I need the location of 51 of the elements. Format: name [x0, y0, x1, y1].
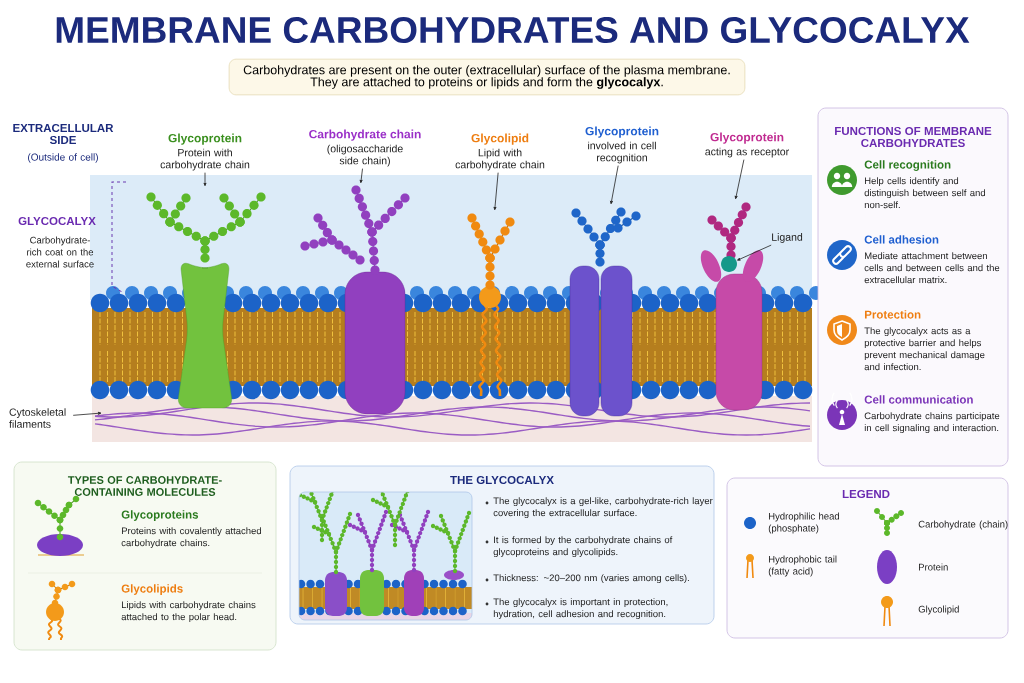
intro-box: Carbohydrates are present on the outer (extracellular) surface of the plasma membrane. They are attached to proteins or lipids and form the glycocalyx. — [228, 58, 746, 96]
panel-heading: LEGEND — [842, 489, 890, 499]
panel-heading: TYPES OF CARBOHYDRATE-CONTAINING MOLECULES — [67, 476, 222, 496]
carbohydrate-chain — [300, 185, 410, 275]
callout-label: Cytoskeletal filaments — [9, 408, 66, 428]
item-title: Cell recognition — [864, 160, 951, 171]
item-title: Cell adhesion — [864, 235, 939, 244]
legend-label: Carbohydrate (chain) — [918, 520, 1008, 530]
item-title: Cell communication — [864, 395, 973, 404]
callout-label: Ligand — [772, 233, 803, 243]
side-label: EXTRACELLULAR SIDE — [13, 123, 114, 145]
leader-line — [493, 172, 499, 211]
item-text: Help cells identify and distinguish between self and non-self. — [864, 177, 985, 209]
callout-label: Carbohydrate chain (oligosaccharide side chain) — [309, 129, 421, 167]
item-text: Proteins with covalently attached carbohydrate chains. — [121, 527, 261, 549]
carbohydrate-chain — [146, 192, 266, 263]
leader-line — [734, 159, 745, 200]
leader-line — [72, 411, 102, 416]
legend-label: Glycolipid — [918, 605, 959, 615]
title: MEMBRANE CARBOHYDRATES AND GLYCOCALYX — [56, 16, 970, 44]
bullet-point: Thickness: ~20–200 nm (varies among cells). — [485, 574, 689, 584]
item-title: Protection — [865, 310, 921, 319]
leader-line — [203, 172, 207, 187]
leader-line — [610, 165, 619, 205]
callout-label: Glycoprotein involved in cell recognition — [585, 126, 659, 164]
carbohydrate-chain — [571, 207, 641, 267]
panel-heading: FUNCTIONS OF MEMBRANE CARBOHYDRATES — [835, 126, 992, 148]
item-title: Glycoproteins — [121, 510, 199, 521]
legend-label: Protein — [919, 563, 948, 571]
carbohydrate-chain — [467, 213, 515, 290]
item-text: The glycocalyx acts as a protective barrier and helps prevent mechanical damage and infection. — [864, 327, 985, 371]
side-label: Carbohydrate-rich coat on the external surface — [26, 236, 94, 268]
bullet-point: The glycocalyx is important in protection, hydration, cell adhesion and recognition. — [485, 598, 668, 620]
item-text: Lipids with carbohydrate chains attached to the polar head. — [121, 601, 256, 623]
side-label: GLYCOCALYX — [18, 216, 96, 226]
leader-line — [737, 244, 772, 261]
item-text: Mediate attachment between cells and between cells and the extracellular matrix. — [864, 252, 1000, 284]
callout-label: Glycoprotein acting as receptor — [705, 132, 789, 158]
callout-label: Glycolipid Lipid with carbohydrate chain — [455, 133, 545, 171]
item-title: Glycolipids — [121, 584, 183, 595]
carbohydrate-chain — [707, 202, 751, 260]
bullet-point: It is formed by the carbohydrate chains of glycoproteins and glycolipids. — [485, 536, 673, 558]
side-label: (Outside of cell) — [28, 153, 98, 163]
leader-line — [359, 168, 363, 184]
panel-heading: THE GLYCOCALYX — [450, 475, 554, 485]
legend-label: Hydrophobic tail (fatty acid) — [768, 555, 837, 577]
ligand-sphere — [721, 256, 737, 272]
legend-label: Hydrophilic head (phosphate) — [768, 512, 840, 534]
callout-label: Glycoprotein Protein with carbohydrate chain — [160, 133, 250, 171]
item-text: Carbohydrate chains participate in cell signaling and interaction. — [864, 412, 1000, 434]
bullet-point: The glycocalyx is a gel-like, carbohydrate-rich layer covering the extracellular surface. — [485, 497, 713, 519]
